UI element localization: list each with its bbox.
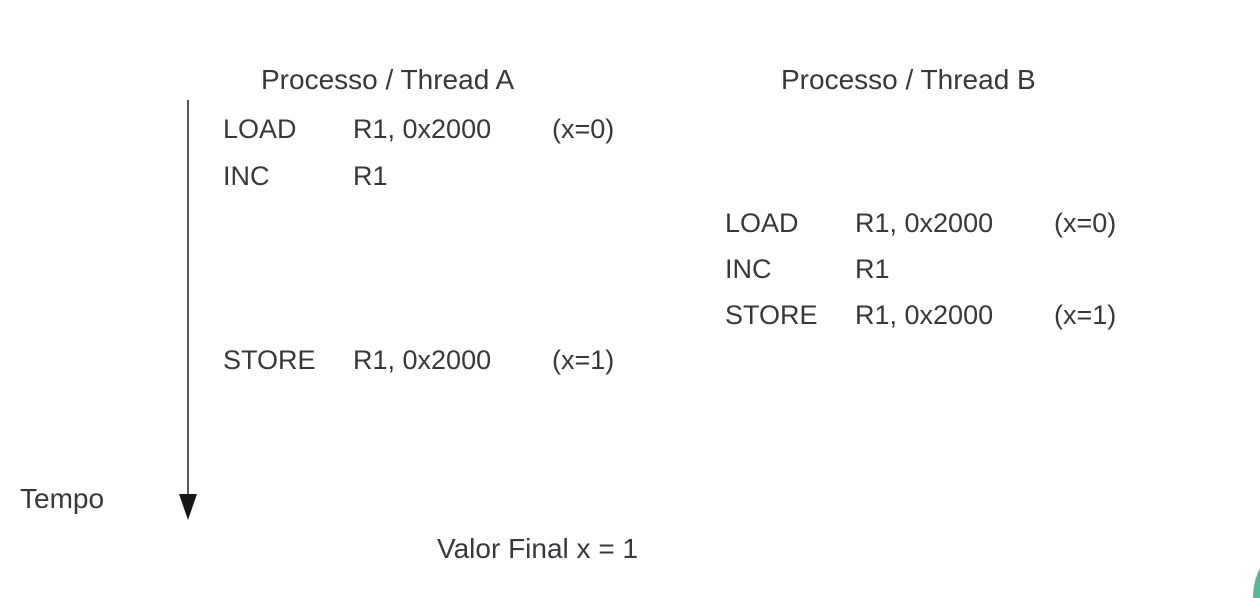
instruction-operands: R1 [855,254,890,284]
thread-a-header: Processo / Thread A [261,64,515,95]
time-axis-label: Tempo [20,483,105,514]
instruction-comment: (x=1) [1054,300,1117,330]
final-value-label: Valor Final x = 1 [437,533,639,564]
instruction-comment: (x=0) [552,114,615,144]
instruction-opcode: STORE [223,345,316,375]
time-axis-line [187,100,189,497]
instruction-operands: R1, 0x2000 [855,208,994,238]
instruction-opcode: INC [725,254,772,284]
instruction-line-a-store: STORE R1, 0x2000 (x=1) [223,345,614,375]
instruction-line-a-inc: INC R1 [223,161,552,191]
instruction-line-a-load: LOAD R1, 0x2000 (x=0) [223,114,614,144]
instruction-line-b-inc: INC R1 [725,254,1054,284]
instruction-opcode: INC [223,161,270,191]
instruction-operands: R1, 0x2000 [353,114,492,144]
instruction-opcode: STORE [725,300,818,330]
instruction-opcode: LOAD [223,114,297,144]
instruction-operands: R1 [353,161,388,191]
decorative-circle [1253,533,1260,598]
instruction-comment: (x=0) [1054,208,1117,238]
instruction-comment: (x=1) [552,345,615,375]
instruction-opcode: LOAD [725,208,799,238]
instruction-operands: R1, 0x2000 [353,345,492,375]
instruction-line-b-load: LOAD R1, 0x2000 (x=0) [725,208,1116,238]
thread-b-header: Processo / Thread B [781,64,1036,95]
arrow-down-icon [179,494,197,520]
instruction-line-b-store: STORE R1, 0x2000 (x=1) [725,300,1116,330]
instruction-operands: R1, 0x2000 [855,300,994,330]
